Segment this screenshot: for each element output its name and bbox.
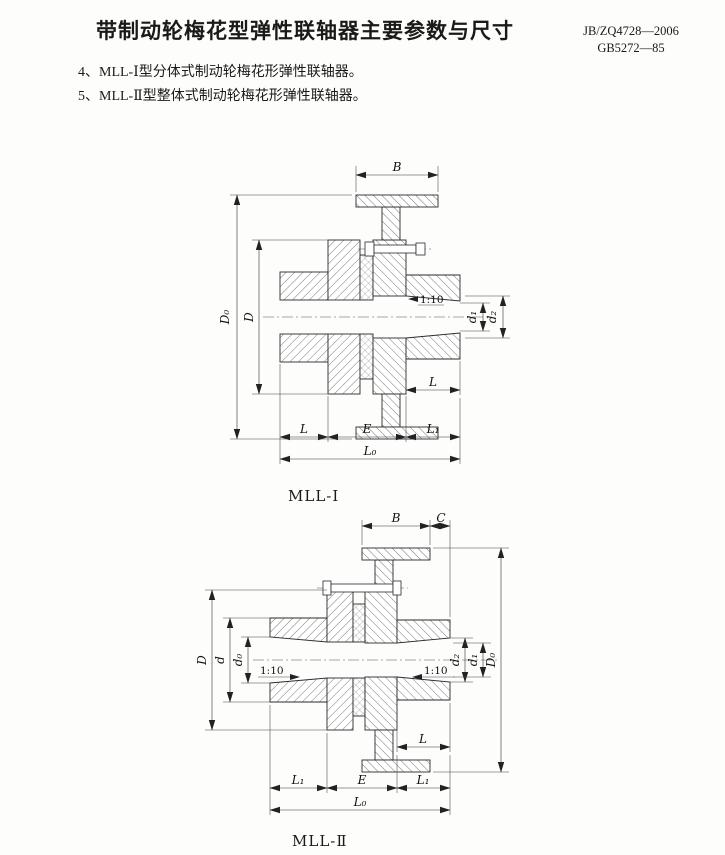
- taper-callout-right: 1:10: [412, 665, 455, 680]
- dim-label-l-hub: L: [428, 375, 437, 389]
- brake-drum-rim: [361, 547, 431, 773]
- dim-d1: d₁: [453, 642, 491, 678]
- dim-b: B: [355, 160, 439, 192]
- figure-mll-2-drawing: B C D d d₀ 1:10 1:10 d₂: [195, 511, 509, 815]
- standard-ref-2: GB5272—85: [597, 41, 665, 55]
- figure-1-caption: MLL-Ⅰ: [288, 487, 340, 505]
- dim-d0-outer: D₀: [433, 547, 509, 773]
- dim-label-d-flange: D: [195, 655, 209, 666]
- coupling-bolt: [358, 241, 432, 257]
- dim-label-l-hub: L: [418, 732, 427, 746]
- note-item-4: 4、MLL-Ⅰ型分体式制动轮梅花形弹性联轴器。: [78, 65, 363, 80]
- brake-drum-web: [374, 559, 394, 761]
- dim-d1: d₁: [460, 302, 490, 332]
- left-hub-section: [279, 271, 329, 363]
- dim-label-c: C: [436, 511, 445, 525]
- dim-bottom-row: L₁ E L₁ L₀: [269, 705, 451, 815]
- left-flange-section: [326, 589, 354, 731]
- taper-callout-left: 1:10: [258, 665, 300, 680]
- taper-callout: 1:10: [408, 294, 444, 306]
- standard-ref-1: JB/ZQ4728—2006: [583, 24, 679, 38]
- dim-label-l0: L₀: [363, 444, 377, 458]
- right-flange-section: [364, 589, 398, 731]
- coupling-bolt: [317, 580, 408, 596]
- dim-label-d-hub: d: [213, 656, 227, 664]
- dim-label-b: B: [392, 160, 402, 174]
- dim-d-hub: d: [213, 617, 270, 703]
- dim-label-d-flange: D: [242, 312, 256, 323]
- dim-d2: d₂: [465, 295, 510, 339]
- dim-label-b: B: [391, 511, 401, 525]
- figure-mll-1-drawing: B D₀ D 1:10 d₁ d₂ L: [218, 160, 510, 464]
- right-hub-section: [405, 274, 461, 360]
- dim-label-l: L: [299, 422, 308, 436]
- dim-l-hub: L: [396, 703, 451, 752]
- dim-b: B C: [361, 511, 451, 617]
- dim-label-d2: d₂: [485, 311, 499, 324]
- dim-label-d2: d₂: [448, 654, 462, 667]
- dim-label-d1: d₁: [465, 311, 479, 324]
- page-title: 带制动轮梅花型弹性联轴器主要参数与尺寸: [96, 19, 514, 43]
- dim-label-e: E: [357, 773, 367, 787]
- taper-label: 1:10: [420, 294, 444, 306]
- dim-bottom-row: L E L₁ L₀: [279, 364, 461, 464]
- note-item-5: 5、MLL-Ⅱ型整体式制动轮梅花形弹性联轴器。: [78, 89, 367, 104]
- dim-label-d0-outer: D₀: [218, 310, 232, 326]
- dim-label-l1: L₁: [426, 422, 440, 436]
- dim-d2: d₂: [448, 637, 473, 683]
- dim-label-l1-left: L₁: [291, 773, 305, 787]
- notes-list: 4、MLL-Ⅰ型分体式制动轮梅花形弹性联轴器。 5、MLL-Ⅱ型整体式制动轮梅花…: [78, 61, 367, 109]
- dim-label-d0-outer: D₀: [484, 653, 498, 669]
- taper-label-left: 1:10: [260, 665, 284, 677]
- dim-label-l1-right: L₁: [416, 773, 430, 787]
- dim-d-flange: D: [195, 589, 327, 731]
- dim-label-l0: L₀: [353, 795, 367, 809]
- dim-label-e: E: [362, 422, 372, 436]
- right-hub-section: [396, 619, 451, 701]
- dim-l-hub: L: [405, 361, 461, 395]
- figure-2-caption: MLL-Ⅱ: [292, 832, 348, 850]
- standard-refs: JB/ZQ4728—2006 GB5272—85: [556, 23, 706, 57]
- dim-label-d0-bore: d₀: [231, 654, 245, 667]
- taper-label-right: 1:10: [424, 665, 448, 677]
- dim-label-d1: d₁: [466, 654, 480, 667]
- elastomer-spider-section: [359, 254, 374, 380]
- dim-d0-bore: d₀: [231, 636, 270, 684]
- dim-d-flange: D: [242, 239, 328, 395]
